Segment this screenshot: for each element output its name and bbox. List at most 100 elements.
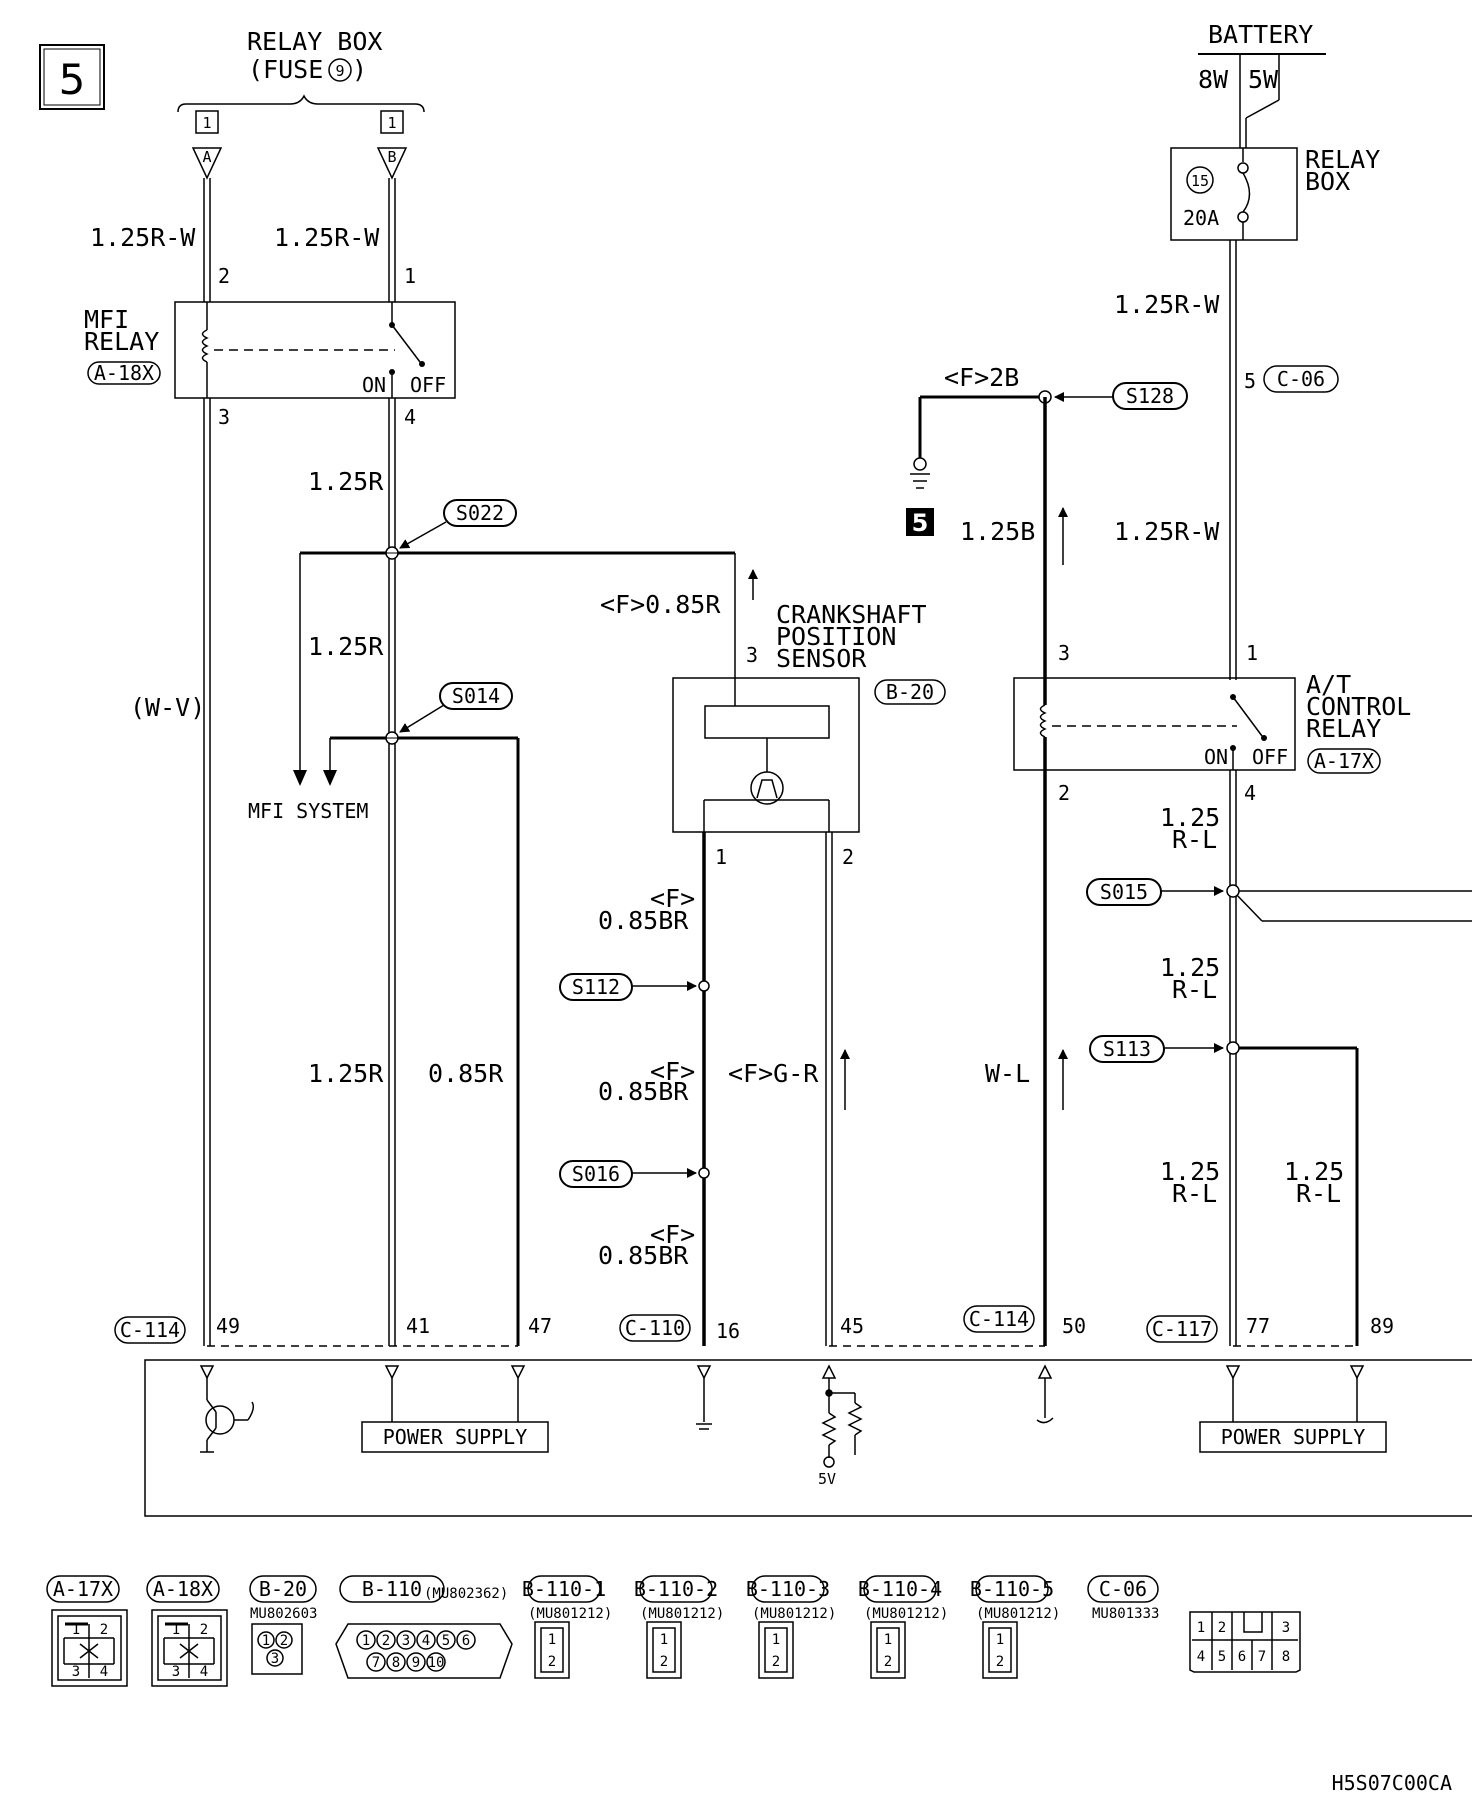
crank-pin-2: 2 (842, 845, 854, 869)
conn-a-page-ref (195, 110, 219, 134)
splice-label-s113: S113 (1103, 1037, 1151, 1061)
b110-5-pin-1: 1 (996, 1632, 1004, 1648)
b110-pin-2: 2 (382, 1633, 390, 1649)
a17x-pin-3: 3 (72, 1664, 80, 1680)
legend-connector-frame (639, 1575, 713, 1603)
c06-pin-3: 3 (1282, 1620, 1290, 1636)
ecu-conn-c117: C-117 (1152, 1317, 1212, 1341)
wire-label-b: 1.25R-W (274, 223, 380, 252)
fuse-number-circle (328, 58, 352, 82)
at-relay-box (1013, 677, 1296, 771)
splice-s022: S022 (293, 499, 736, 786)
conn-a-triangle (191, 147, 223, 180)
splice-label-s112: S112 (572, 975, 620, 999)
b110-pin-9: 9 (412, 1655, 420, 1671)
b20-pin-1: 1 (262, 1633, 270, 1649)
wire-label-br-c: 0.85BR (598, 1241, 689, 1270)
legend-connector-name: B-20 (259, 1577, 307, 1601)
at-relay-connector: A-17X (1314, 749, 1374, 773)
ground-number: 5 (912, 509, 929, 537)
at-relay-on: ON (1204, 745, 1228, 769)
wire-label-a: 1.25R-W (90, 223, 196, 252)
legend-connector-name: B-110-3 (746, 1577, 830, 1601)
legend-connector-frame (339, 1575, 445, 1603)
legend-connector-name: B-110-4 (858, 1577, 942, 1601)
crank-sensor-box (672, 677, 860, 833)
legend-connector-name: B-110-2 (634, 1577, 718, 1601)
wire-br (698, 832, 710, 1346)
page-number: 5 (59, 55, 86, 104)
mfi-relay-off: OFF (410, 373, 446, 397)
conn-a-letter: A (202, 148, 211, 166)
wire-label-fgr: <F>G-R (728, 1059, 819, 1088)
wire-label-f085r: <F>0.85R (600, 590, 721, 619)
b20-pin-2: 2 (280, 1633, 288, 1649)
b20-pin-3: 3 (271, 1651, 279, 1667)
legend-connector-frame (146, 1575, 220, 1603)
relay-box-left: RELAY BOX (FUSE 9 ) 1 1 A B (177, 27, 425, 180)
drawing-id: H5S07C00CA (1332, 1771, 1452, 1795)
ecu-pin-41: 41 (406, 1314, 430, 1338)
b110-pin-7: 7 (372, 1655, 380, 1671)
ecu-power-supply-1: POWER SUPPLY (383, 1425, 528, 1449)
wire-rl (1229, 770, 1472, 1346)
legend-connector-name: B-110-5 (970, 1577, 1054, 1601)
ecu-pin-47: 47 (528, 1314, 552, 1338)
legend-connector-part: (MU802362) (424, 1586, 508, 1602)
legend-connector-frame (863, 1575, 937, 1603)
b110-pin-6: 6 (462, 1633, 470, 1649)
b110-pin-1: 1 (362, 1633, 370, 1649)
crankshaft-sensor: <F>0.85R CRANKSHAFT POSITION SENSOR 3 B-… (600, 569, 946, 869)
conn-b-letter: B (387, 148, 396, 166)
battery-fuse-rating: 20A (1183, 206, 1219, 230)
mfi-pin-1: 1 (404, 264, 416, 288)
ecu-pin-50: 50 (1062, 1314, 1086, 1338)
ecu-5v-label: 5V (818, 1470, 836, 1488)
mfi-relay-on: ON (362, 373, 386, 397)
b110-pin-8: 8 (392, 1655, 400, 1671)
mfi-pin-2: 2 (218, 264, 230, 288)
at-control-relay: 3 1 ON OFF A/T CONTROL RELAY A-17X 2 4 (1013, 641, 1411, 805)
crank-label-2: POSITION (776, 622, 896, 651)
wire-label-r085: 0.85R (428, 1059, 504, 1088)
a18x-pin-2: 2 (200, 1622, 208, 1638)
ecu-pin-16: 16 (716, 1319, 740, 1343)
conn-b-page-num: 1 (387, 114, 396, 132)
fuse-number: 9 (335, 62, 344, 80)
wire-rw-battery (1229, 240, 1237, 680)
mfi-relay-label-2: RELAY (84, 327, 159, 356)
splice-s016: S016 (559, 1160, 697, 1188)
legend-connector-part: MU801333 (1092, 1606, 1159, 1622)
crank-label-1: CRANKSHAFT (776, 600, 927, 629)
legend-connector-name: B-110 (362, 1577, 422, 1601)
wire-gr (825, 832, 833, 1346)
b110-pin-3: 3 (402, 1633, 410, 1649)
connector-faces (51, 1609, 1301, 1687)
wire-label-rl-1a: 1.25 (1160, 803, 1220, 832)
c06-pin-1: 1 (1197, 1620, 1205, 1636)
at-relay-label-2: CONTROL (1306, 692, 1411, 721)
wire-label-f2b: <F>2B (944, 363, 1019, 392)
fuse-label-close: ) (352, 55, 367, 84)
mfi-relay: 2 1 MFI RELAY A-18X ON OFF 3 4 (84, 264, 456, 429)
legend-connector-part: (MU801212) (528, 1606, 612, 1622)
at-relay-label-3: RELAY (1306, 714, 1381, 743)
at-pin-1: 1 (1246, 641, 1258, 665)
c06-pin-6: 6 (1238, 1649, 1246, 1665)
splice-s113: S113 (1089, 1035, 1359, 1346)
battery-fuse-num: 15 (1191, 172, 1209, 190)
relay-box-title: RELAY BOX (247, 27, 382, 56)
conn-a-page-num: 1 (202, 114, 211, 132)
splice-label-s015: S015 (1100, 880, 1148, 904)
ecu-conn-c114b: C-114 (969, 1307, 1029, 1331)
wire-label-r-upper: 1.25R (308, 467, 384, 496)
legend-connector-part: (MU801212) (864, 1606, 948, 1622)
mfi-pin-3: 3 (218, 405, 230, 429)
mfi-relay-connector-box (87, 361, 161, 385)
b110-1-pin-1: 1 (548, 1632, 556, 1648)
legend-connector-part: (MU801212) (976, 1606, 1060, 1622)
b110-2-pin-1: 1 (660, 1632, 668, 1648)
fuse-label: (FUSE (248, 55, 323, 84)
splice-s128: 5 <F>2B S128 (906, 363, 1188, 537)
